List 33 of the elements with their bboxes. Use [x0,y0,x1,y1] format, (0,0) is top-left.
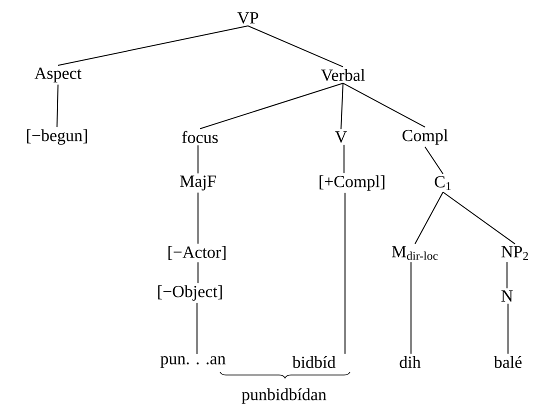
tree-label: MajF [180,176,216,190]
tree-label: [−Actor] [168,246,226,260]
tree-label: [−begun] [27,129,87,145]
tree-label: Aspect [34,68,82,82]
tree-branch [200,82,344,130]
tree-branch [56,84,58,128]
word-label: punbidbídan [242,388,326,404]
tree-label: dih [400,356,421,368]
tree-branch [58,25,248,66]
tree-label: M$_{dir-loc}$ [392,246,438,260]
tree-label: NP$_{2}$ [501,246,528,260]
tree-label: [−Object] [158,285,222,301]
tree-branch [340,82,344,130]
tree-branch [344,192,346,354]
tree-branch [342,82,426,128]
tree-label: C$_{1}$ [434,176,451,190]
tree-label: [+Compl] [320,175,384,191]
tree-branch [414,192,444,244]
tree-label: pun. . .an [160,356,226,368]
tree-branch [506,262,508,289]
tree-branch [424,146,444,174]
tree-branch [410,262,412,354]
tree-label: Compl [402,129,448,145]
tree-branch [442,192,516,244]
tree-label: N [501,290,513,302]
tree-branch [196,302,198,354]
tree-label: balé [494,356,522,368]
tree-label: bidbíd [292,356,336,368]
tree-label: focus [182,130,218,144]
tree-label: Verbal [321,68,365,82]
tree-branch [248,25,344,68]
tree-label: V [335,131,347,143]
tree-label: VP [237,12,258,24]
